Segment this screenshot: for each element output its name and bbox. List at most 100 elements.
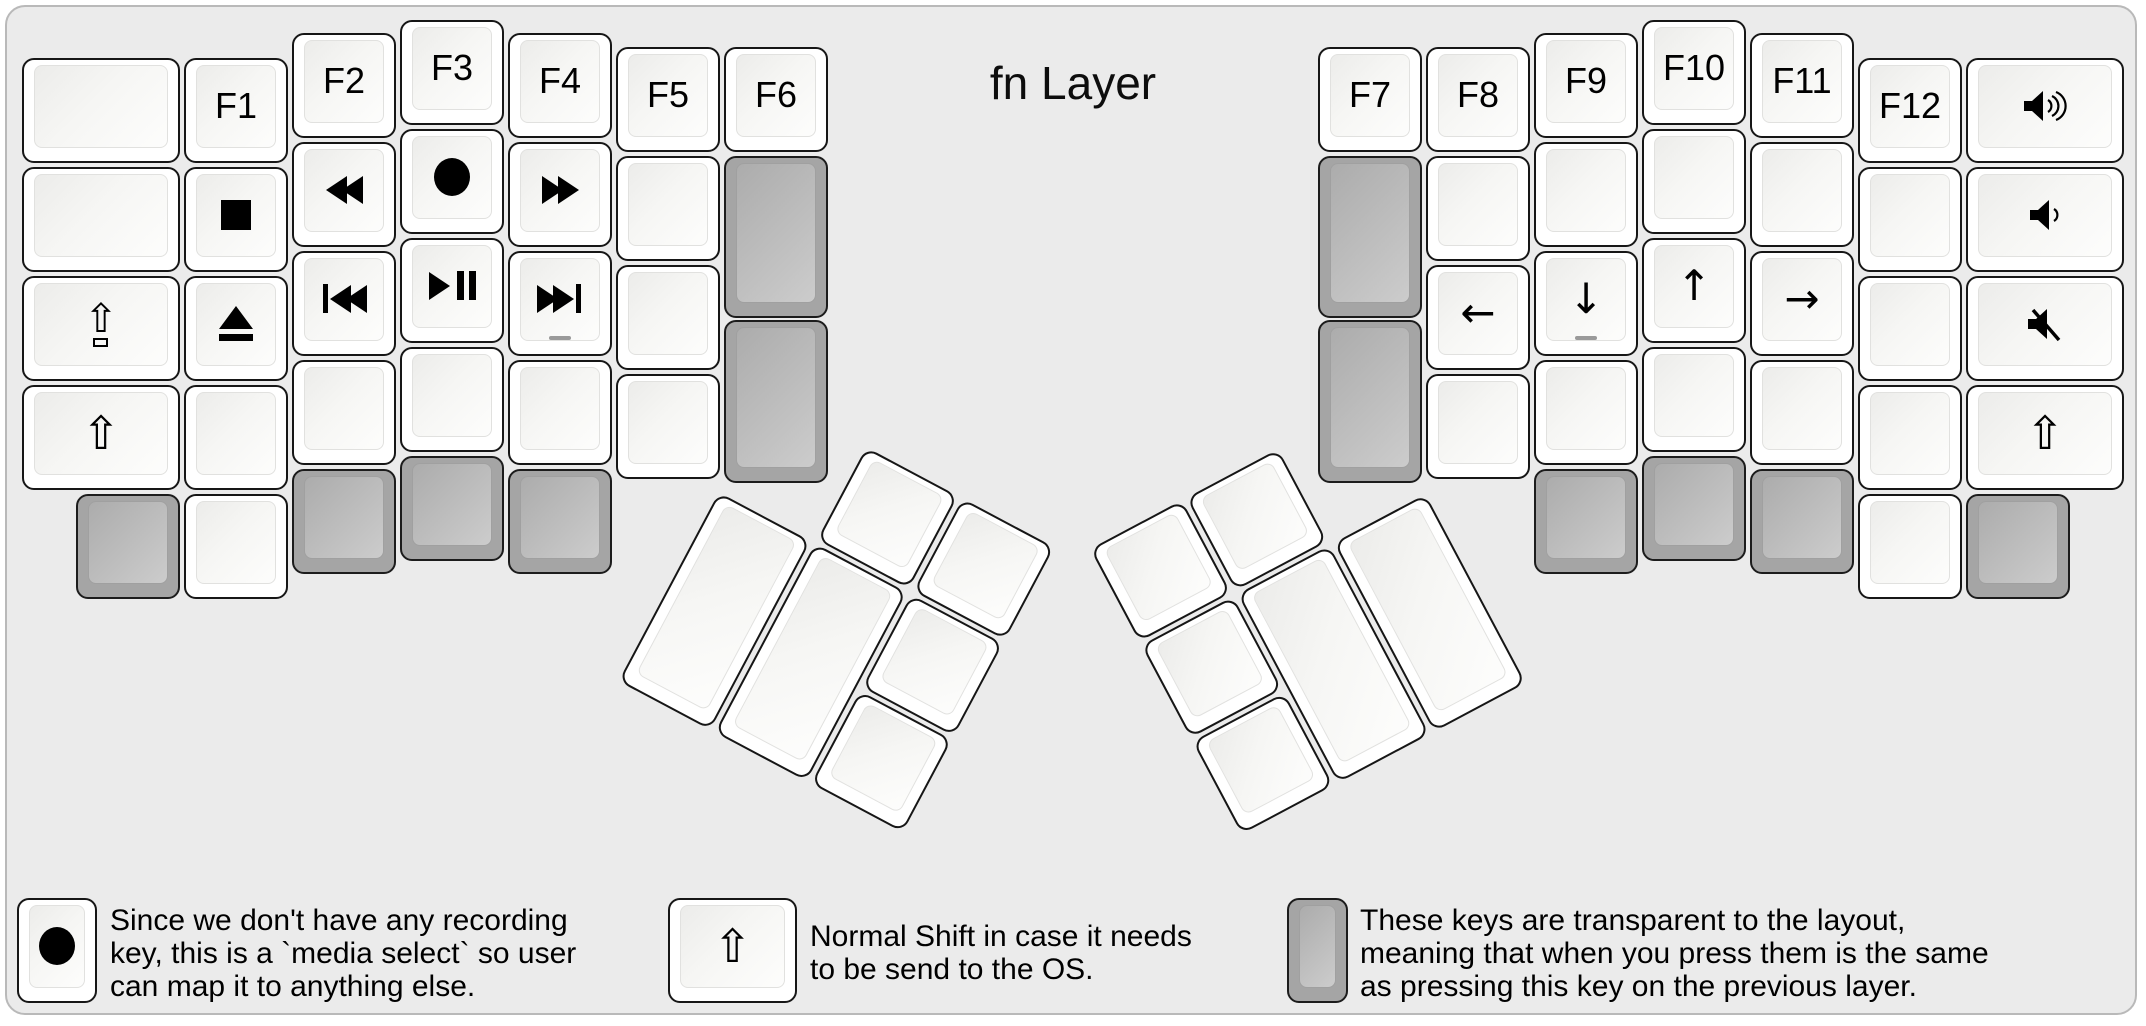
keycap-top bbox=[628, 54, 708, 137]
key-vol-up[interactable] bbox=[1966, 58, 2124, 163]
key-blank[interactable] bbox=[1642, 347, 1746, 452]
key-shift[interactable]: ⇧ bbox=[1966, 385, 2124, 490]
keycap-top bbox=[1438, 163, 1518, 246]
key-blank[interactable] bbox=[1642, 456, 1746, 561]
keycap-top bbox=[680, 905, 785, 988]
key-fast-forward[interactable] bbox=[508, 142, 612, 247]
keycap-top bbox=[1438, 54, 1518, 137]
key-blank[interactable] bbox=[1426, 156, 1530, 261]
key-arrow-down[interactable]: ↓ bbox=[1534, 251, 1638, 356]
caps-lock-icon: ⇧ bbox=[84, 299, 118, 347]
key-vol-down[interactable] bbox=[1966, 167, 2124, 272]
key-label bbox=[510, 253, 610, 344]
key-blank[interactable] bbox=[292, 469, 396, 574]
key-blank[interactable] bbox=[400, 456, 504, 561]
key-F12[interactable]: F12 bbox=[1858, 58, 1962, 163]
arrow-up-icon: ↑ bbox=[1676, 260, 1712, 310]
key-F1[interactable]: F1 bbox=[184, 58, 288, 163]
key-blank[interactable] bbox=[508, 469, 612, 574]
key-blank[interactable] bbox=[1858, 494, 1962, 599]
key-arrow-up[interactable]: ↑ bbox=[1642, 238, 1746, 343]
key-label: F5 bbox=[646, 73, 689, 115]
key-F2[interactable]: F2 bbox=[292, 33, 396, 138]
keycap-top bbox=[196, 501, 276, 584]
key-F3[interactable]: F3 bbox=[400, 20, 504, 125]
legend-text-shift: Normal Shift in case it needs to be send… bbox=[810, 920, 1192, 986]
key-arrow-right[interactable]: → bbox=[1750, 251, 1854, 356]
keycap-top bbox=[304, 367, 384, 450]
key-label: F9 bbox=[1564, 59, 1607, 101]
key-blank[interactable] bbox=[184, 385, 288, 490]
key-F4[interactable]: F4 bbox=[508, 33, 612, 138]
keycap-top bbox=[1762, 149, 1842, 232]
key-blank[interactable] bbox=[616, 374, 720, 479]
key-blank[interactable] bbox=[22, 58, 180, 163]
key-blank[interactable] bbox=[508, 360, 612, 465]
key-label bbox=[402, 240, 502, 331]
keycap-top bbox=[628, 381, 708, 464]
key-F10[interactable]: F10 bbox=[1642, 20, 1746, 125]
legend-text-transparent: These keys are transparent to the layout… bbox=[1360, 904, 1989, 1003]
key-blank[interactable] bbox=[292, 360, 396, 465]
key-label: F11 bbox=[1772, 59, 1832, 101]
keycap-top bbox=[1330, 163, 1410, 303]
key-blank[interactable] bbox=[1318, 156, 1422, 318]
key-eject[interactable] bbox=[184, 276, 288, 381]
key-label: → bbox=[1752, 253, 1852, 344]
key-play-pause[interactable] bbox=[400, 238, 504, 343]
key-blank[interactable] bbox=[1287, 898, 1348, 1003]
key-record[interactable] bbox=[17, 898, 97, 1003]
key-F6[interactable]: F6 bbox=[724, 47, 828, 152]
key-rewind[interactable] bbox=[292, 142, 396, 247]
key-label bbox=[186, 169, 286, 260]
keycap-top bbox=[520, 367, 600, 450]
key-arrow-left[interactable]: ← bbox=[1426, 265, 1530, 370]
keycap-top bbox=[1546, 367, 1626, 450]
key-blank[interactable] bbox=[724, 156, 828, 318]
key-blank[interactable] bbox=[1318, 320, 1422, 483]
key-label: F4 bbox=[538, 59, 581, 101]
key-blank[interactable] bbox=[1966, 494, 2070, 599]
keycap-top bbox=[34, 392, 168, 475]
key-blank[interactable] bbox=[1534, 360, 1638, 465]
key-blank[interactable] bbox=[616, 156, 720, 261]
key-F8[interactable]: F8 bbox=[1426, 47, 1530, 152]
key-blank[interactable] bbox=[1858, 385, 1962, 490]
key-blank[interactable] bbox=[76, 494, 180, 599]
key-blank[interactable] bbox=[1750, 142, 1854, 247]
key-blank[interactable] bbox=[616, 265, 720, 370]
key-F9[interactable]: F9 bbox=[1534, 33, 1638, 138]
key-blank[interactable] bbox=[1534, 469, 1638, 574]
key-blank[interactable] bbox=[1858, 167, 1962, 272]
key-next-track[interactable] bbox=[508, 251, 612, 356]
key-shift[interactable]: ⇧ bbox=[22, 385, 180, 490]
key-F11[interactable]: F11 bbox=[1750, 33, 1854, 138]
shift-icon: ⇧ bbox=[2025, 405, 2065, 460]
keycap-top bbox=[1438, 272, 1518, 355]
key-caps-lock[interactable]: ⇧ bbox=[22, 276, 180, 381]
key-blank[interactable] bbox=[184, 494, 288, 599]
eject-icon bbox=[219, 306, 253, 341]
mute-icon bbox=[2028, 308, 2061, 341]
key-shift[interactable]: ⇧ bbox=[668, 898, 797, 1003]
key-blank[interactable] bbox=[400, 347, 504, 452]
arrow-down-icon: ↓ bbox=[1568, 273, 1604, 323]
key-blank[interactable] bbox=[22, 167, 180, 272]
keycap-top bbox=[1438, 381, 1518, 464]
key-mute[interactable] bbox=[1966, 276, 2124, 381]
stop-icon bbox=[221, 199, 251, 230]
key-stop[interactable] bbox=[184, 167, 288, 272]
key-blank[interactable] bbox=[1750, 469, 1854, 574]
arrow-left-icon: ← bbox=[1460, 287, 1496, 337]
key-F7[interactable]: F7 bbox=[1318, 47, 1422, 152]
key-blank[interactable] bbox=[1750, 360, 1854, 465]
key-F5[interactable]: F5 bbox=[616, 47, 720, 152]
key-blank[interactable] bbox=[1642, 129, 1746, 234]
key-record[interactable] bbox=[400, 129, 504, 234]
key-blank[interactable] bbox=[1858, 276, 1962, 381]
keycap-top bbox=[196, 392, 276, 475]
key-prev-track[interactable] bbox=[292, 251, 396, 356]
key-blank[interactable] bbox=[1426, 374, 1530, 479]
key-blank[interactable] bbox=[724, 320, 828, 483]
key-blank[interactable] bbox=[1534, 142, 1638, 247]
